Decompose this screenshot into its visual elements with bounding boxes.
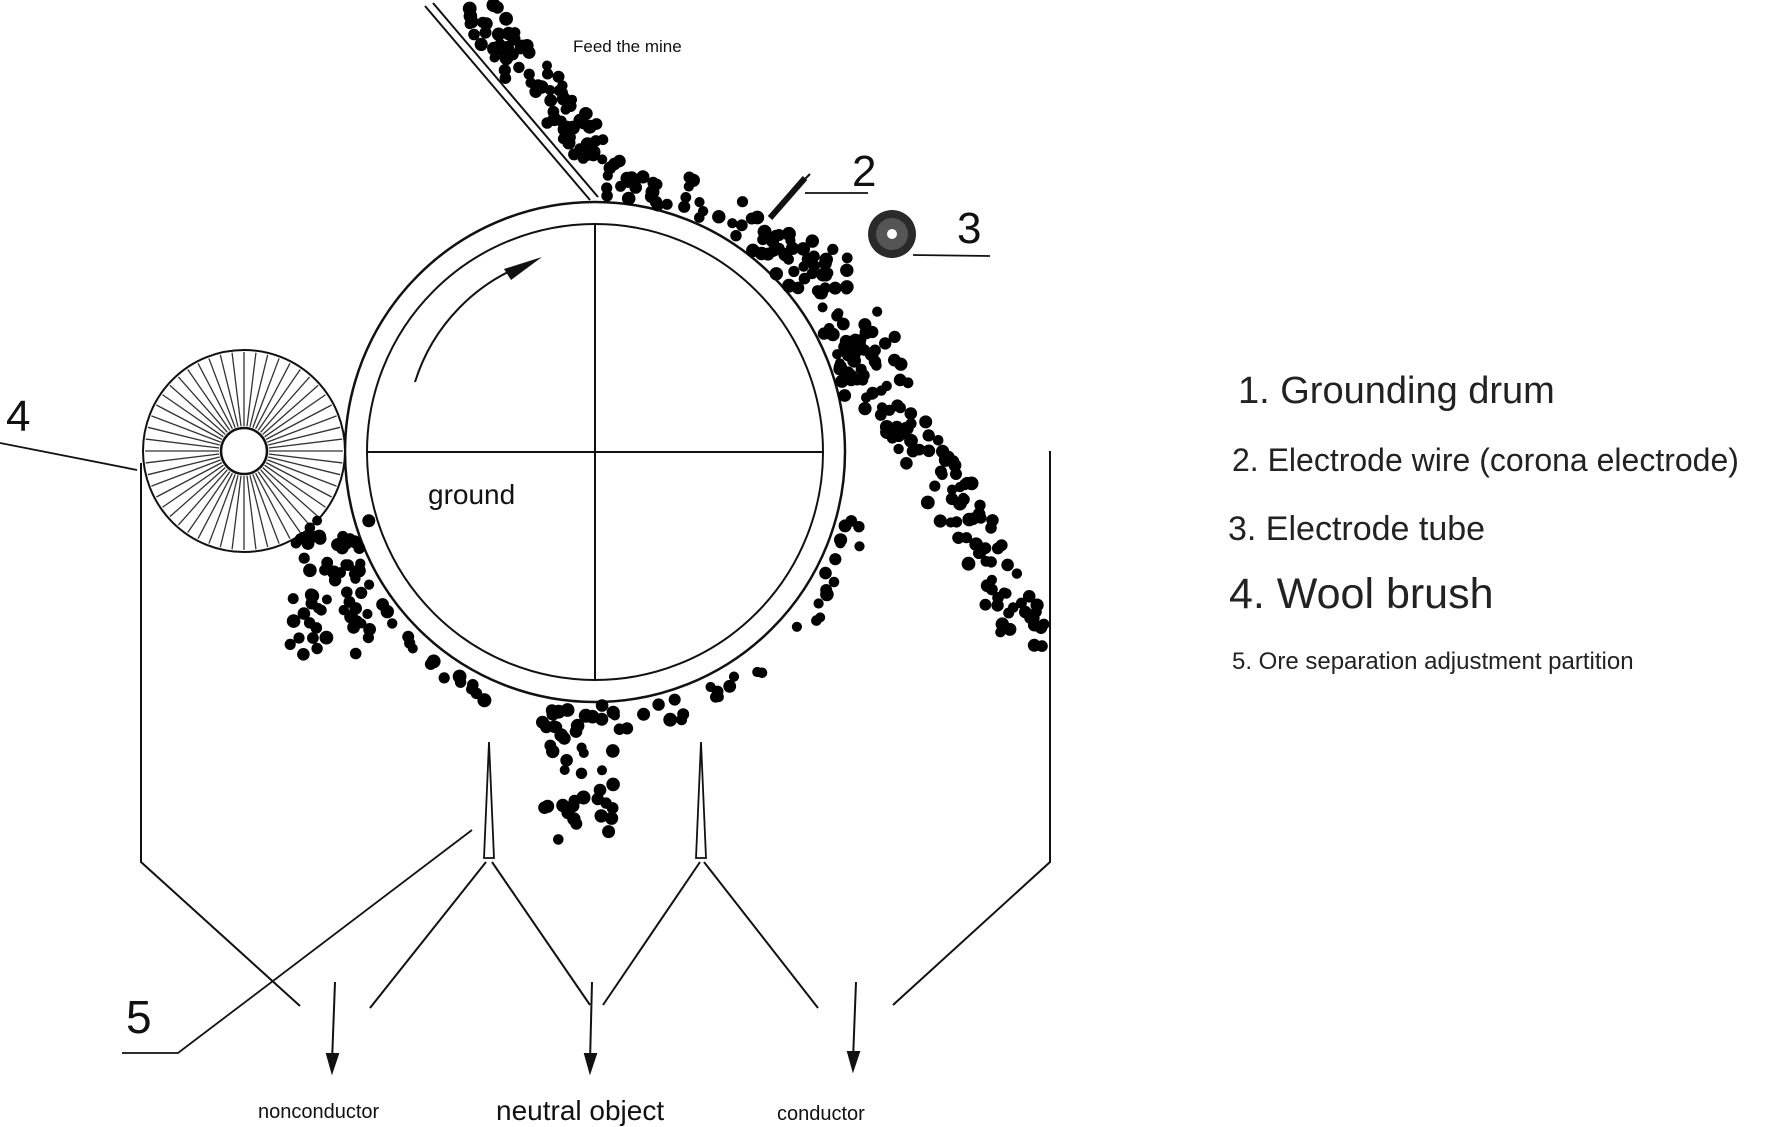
collection-bins (140, 451, 1051, 1009)
partition-blade-right (695, 741, 707, 859)
drum-ground-label: ground (428, 479, 515, 510)
ore-particles (284, 0, 1050, 845)
callout-leaders (0, 192, 991, 1054)
electrode-wire (767, 173, 811, 220)
callout-3: 3 (957, 204, 981, 253)
output-neutral-label: neutral object (496, 1095, 664, 1126)
electrode-tube (868, 210, 916, 258)
output-conductor-label: conductor (777, 1103, 865, 1125)
feed-label: Feed the mine (573, 37, 682, 56)
legend-item-wool-brush: 4. Wool brush (1229, 570, 1494, 618)
output-arrows (325, 981, 861, 1076)
legend-item-grounding-drum: 1. Grounding drum (1238, 370, 1555, 412)
callout-2: 2 (852, 147, 876, 196)
feed-chute (424, 2, 599, 201)
callout-5: 5 (126, 991, 152, 1043)
legend-item-electrode-wire: 2. Electrode wire (corona electrode) (1232, 442, 1739, 478)
grounding-drum (343, 200, 847, 704)
legend-item-partition: 5. Ore separation adjustment partition (1232, 648, 1634, 675)
output-nonconductor-label: nonconductor (258, 1101, 380, 1123)
legend-item-electrode-tube: 3. Electrode tube (1228, 510, 1486, 548)
rotation-arrow (414, 257, 542, 383)
wool-brush (142, 349, 346, 553)
partition-blade-left (483, 741, 495, 859)
callout-4: 4 (6, 392, 30, 441)
